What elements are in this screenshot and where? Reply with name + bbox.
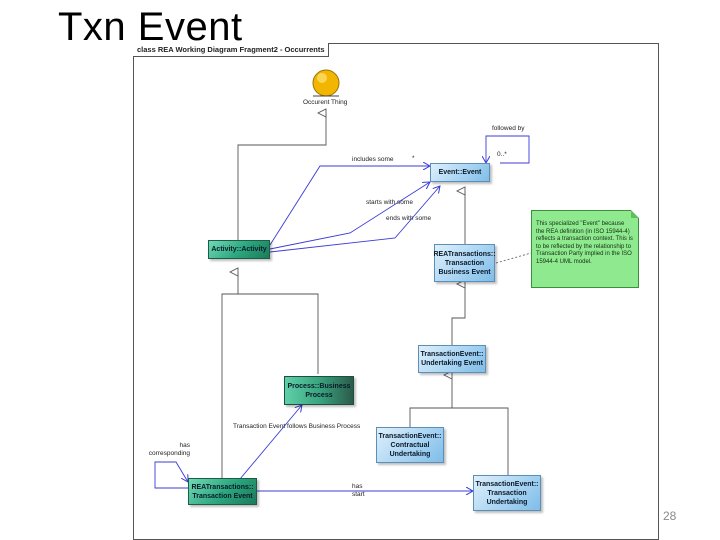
- assoc-has-corresponding: [154, 461, 188, 489]
- class-undertaking-event[interactable]: TransactionEvent:: Undertaking Event: [418, 345, 486, 373]
- has-corresponding-label: has corresponding: [148, 442, 190, 457]
- includes-some-label: includes some: [352, 156, 394, 163]
- slide-title: Txn Event: [58, 5, 243, 49]
- page-number: 28: [663, 509, 677, 523]
- class-activity-label: Activity::Activity: [211, 246, 267, 253]
- note-anchor-line: [495, 252, 532, 264]
- generalization-process-to-activity: [228, 267, 319, 374]
- assoc-starts-with-some: [269, 182, 430, 250]
- assoc-ends-with-some: [269, 186, 440, 253]
- generalization-txn-event-to-activity: [221, 293, 238, 478]
- occurent-thing-icon: [312, 69, 340, 97]
- starts-with-some-label: starts with some: [366, 199, 413, 206]
- generalization-to-occurent: [237, 108, 327, 240]
- multiplicity-star-label: *: [412, 155, 415, 162]
- occurent-thing-label: Occurent Thing: [303, 99, 348, 106]
- class-event[interactable]: Event::Event: [430, 163, 490, 182]
- assoc-includes-some: [269, 166, 430, 246]
- class-transaction-undertaking-label: TransactionEvent:: Transaction Undertaki…: [475, 480, 539, 506]
- ends-with-some-label: ends with some: [386, 215, 432, 222]
- class-event-label: Event::Event: [438, 169, 482, 176]
- follows-process-label: Transaction Event follows Business Proce…: [233, 423, 361, 430]
- class-business-process[interactable]: Process::Business Process: [284, 376, 354, 405]
- class-rea-transaction-business-event-label: REATransactions:: Transaction Business E…: [433, 250, 496, 276]
- class-activity[interactable]: Activity::Activity: [208, 240, 270, 259]
- multiplicity-label: 0..*: [497, 151, 507, 158]
- class-contractual-undertaking-label: TransactionEvent:: Contractual Undertaki…: [378, 432, 442, 458]
- note-text: This specialized "Event" because the REA…: [536, 221, 633, 265]
- class-business-process-label: Process::Business Process: [287, 382, 351, 399]
- generalization-txn-undertaking-to-undertaking: [452, 407, 509, 475]
- class-transaction-event[interactable]: REATransactions:: Transaction Event: [188, 478, 257, 505]
- diagram-frame-title: class REA Working Diagram Fragment2 - Oc…: [133, 43, 329, 57]
- class-transaction-undertaking[interactable]: TransactionEvent:: Transaction Undertaki…: [473, 475, 541, 511]
- assoc-followed-by: [486, 135, 530, 163]
- class-contractual-undertaking[interactable]: TransactionEvent:: Contractual Undertaki…: [376, 427, 444, 463]
- followed-by-label: followed by: [492, 125, 525, 132]
- class-transaction-event-label: REATransactions:: Transaction Event: [191, 483, 254, 500]
- note-corner-fold: [631, 210, 639, 218]
- note-box: This specialized "Event" because the REA…: [531, 210, 639, 288]
- generalization-contractual-to-undertaking: [409, 370, 453, 427]
- class-undertaking-event-label: TransactionEvent:: Undertaking Event: [420, 351, 484, 367]
- assoc-follows-process: [239, 405, 302, 480]
- class-rea-transaction-business-event[interactable]: REATransactions:: Transaction Business E…: [433, 244, 496, 282]
- generalization-undertaking-to-rea: [451, 279, 466, 345]
- has-start-label: has start: [352, 483, 365, 498]
